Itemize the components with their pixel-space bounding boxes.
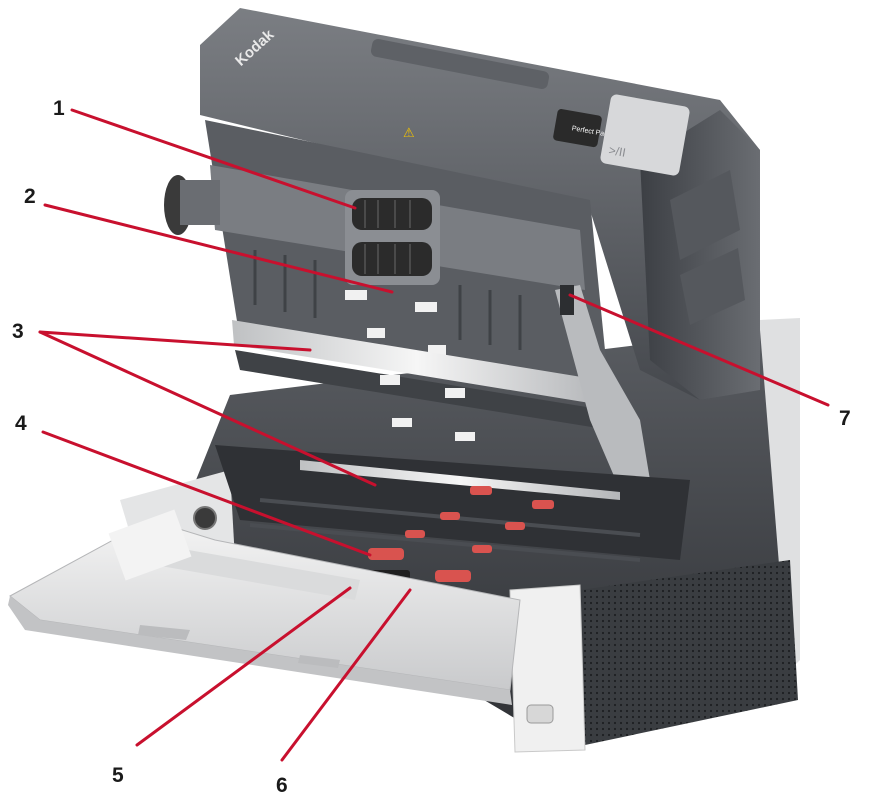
play-pause-button-label: >/II (608, 143, 627, 160)
leader-line-6 (280, 588, 412, 762)
callout-7: 7 (839, 407, 851, 430)
caution-icon: ⚠ (403, 126, 415, 141)
callout-2: 2 (24, 185, 36, 208)
callout-6: 6 (276, 774, 288, 797)
separation-roller-module (345, 190, 440, 285)
leader-line-5 (135, 586, 352, 747)
callout-1: 1 (53, 97, 65, 120)
leader-line-1 (70, 108, 357, 210)
input-tray (8, 509, 521, 705)
release-lever (560, 285, 574, 315)
leader-line-3a (38, 330, 312, 352)
leader-line-7 (568, 293, 830, 407)
leader-line-2 (43, 203, 394, 294)
power-button (526, 704, 554, 724)
control-panel: Perfect Page >/II (553, 94, 690, 176)
callout-4: 4 (15, 412, 27, 435)
leader-lines (38, 108, 830, 762)
scanner-top-cover: Perfect Page >/II Kodak ⚠ (200, 8, 760, 400)
upper-imaging-glass (232, 320, 602, 405)
lower-feed-rollers (368, 486, 554, 582)
callout-labels: 1 2 3 4 5 6 7 (12, 97, 851, 797)
vent-grille (580, 560, 798, 745)
lower-imaging-glass (300, 460, 620, 500)
callout-5: 5 (112, 764, 124, 787)
leader-line-3b (38, 330, 377, 487)
callout-3: 3 (12, 320, 24, 343)
leader-line-4 (41, 430, 372, 557)
lower-transport (193, 445, 690, 600)
